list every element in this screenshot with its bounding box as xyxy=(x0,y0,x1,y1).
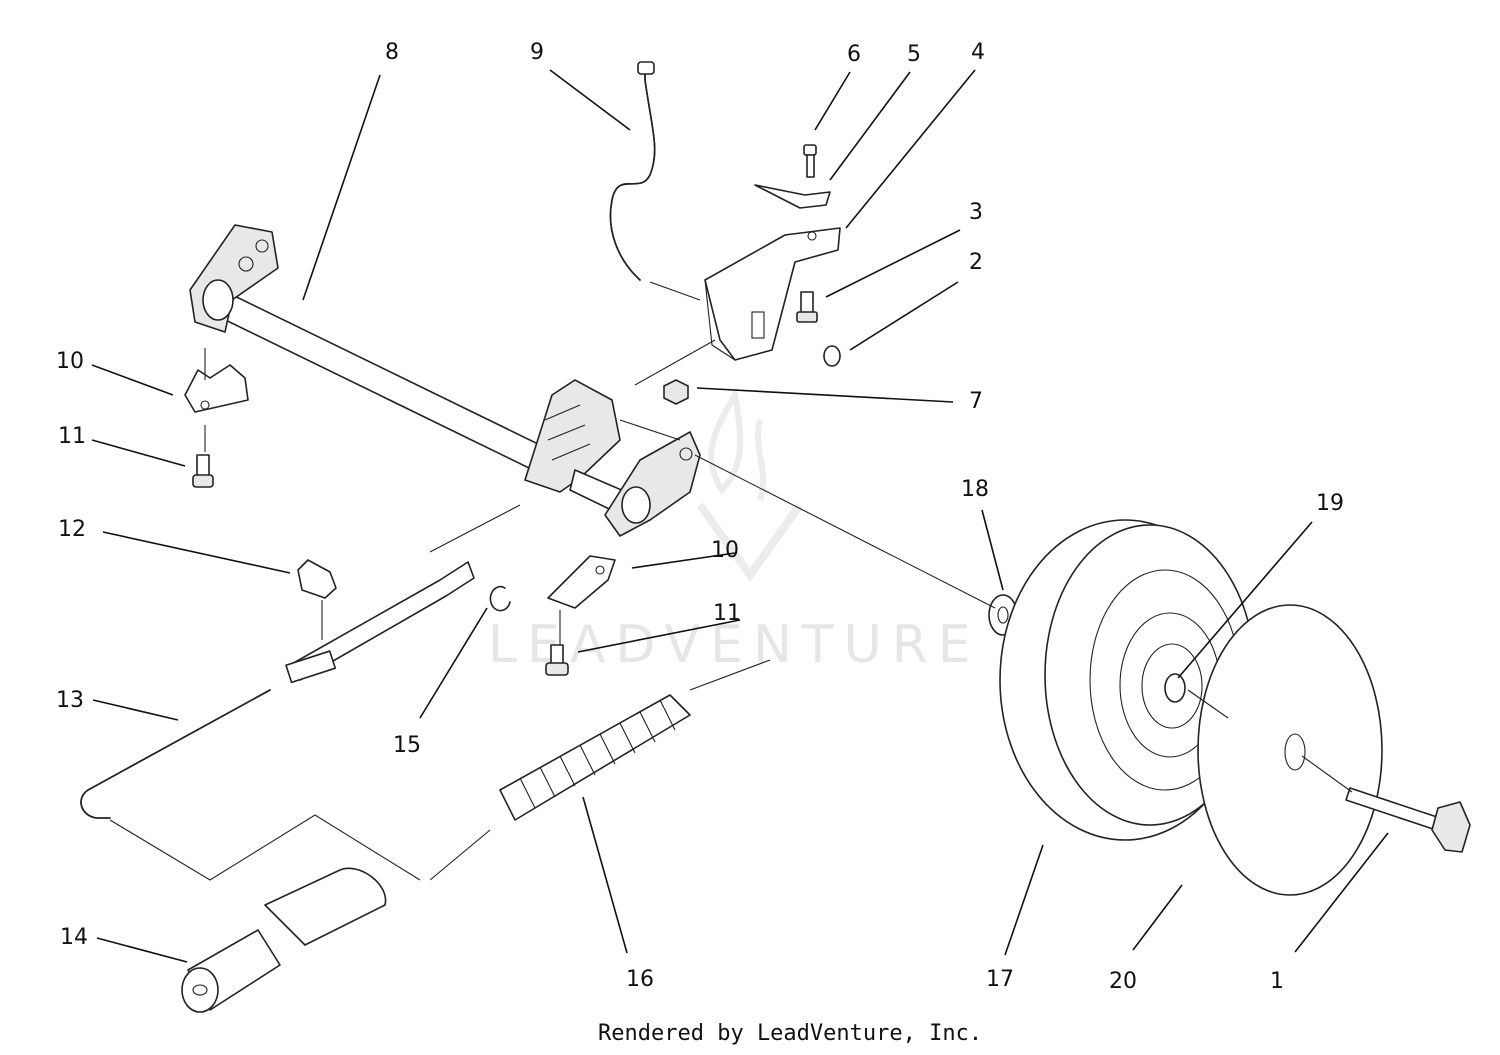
bolt-part-11-center xyxy=(545,644,569,676)
callout-11-center: 11 xyxy=(713,601,741,626)
axle-assembly-part-8 xyxy=(189,224,701,537)
credit-text: Rendered by LeadVenture, Inc. xyxy=(598,1021,982,1046)
callout-19: 19 xyxy=(1316,491,1344,516)
callout-1: 1 xyxy=(1270,969,1284,994)
callout-13: 13 xyxy=(56,688,84,713)
callout-2: 2 xyxy=(969,250,983,275)
bolt-part-11-upper xyxy=(192,454,214,488)
callout-20: 20 xyxy=(1109,969,1137,994)
lever-rod-part-9 xyxy=(609,61,656,281)
leader-lines xyxy=(91,69,1389,963)
callout-10-center: 10 xyxy=(711,538,739,563)
callout-7: 7 xyxy=(969,389,983,414)
assembly-lines xyxy=(204,281,1353,793)
washer-part-2 xyxy=(823,345,841,367)
bushing-part-12 xyxy=(297,559,337,599)
callout-4: 4 xyxy=(971,40,985,65)
bent-rod-part-13 xyxy=(80,689,271,819)
nut-part-7 xyxy=(663,379,689,405)
callout-16: 16 xyxy=(626,967,654,992)
clip-part-5 xyxy=(754,184,831,209)
shift-rod xyxy=(285,561,475,684)
bracket-part-10-upper xyxy=(184,364,249,413)
shoulder-bolt-part-1 xyxy=(1345,787,1471,853)
spring-part-16 xyxy=(429,659,771,881)
callout-8: 8 xyxy=(385,40,399,65)
callout-14: 14 xyxy=(60,925,88,950)
callout-18: 18 xyxy=(961,477,989,502)
callout-5: 5 xyxy=(907,42,921,67)
callout-labels: 8 9 6 5 4 3 2 7 10 11 12 10 11 13 15 14 … xyxy=(56,40,1344,994)
hubcap-part-20 xyxy=(1197,604,1383,896)
bolt-part-3 xyxy=(796,291,818,323)
callout-9: 9 xyxy=(530,40,544,65)
e-ring-part-15 xyxy=(489,585,511,612)
callout-3: 3 xyxy=(969,200,983,225)
callout-6: 6 xyxy=(847,42,861,67)
callout-15: 15 xyxy=(393,733,421,758)
callout-10-upper: 10 xyxy=(56,349,84,374)
handle-grip-part-14 xyxy=(181,867,387,1013)
bracket-part-4 xyxy=(704,227,841,361)
callout-17: 17 xyxy=(986,967,1014,992)
callout-12: 12 xyxy=(58,517,86,542)
callout-11-upper: 11 xyxy=(58,424,86,449)
alignment-line-14 xyxy=(109,814,421,881)
screw-part-6 xyxy=(803,144,817,178)
bracket-part-10-center xyxy=(547,555,616,609)
bent-rod-inner xyxy=(80,689,271,819)
